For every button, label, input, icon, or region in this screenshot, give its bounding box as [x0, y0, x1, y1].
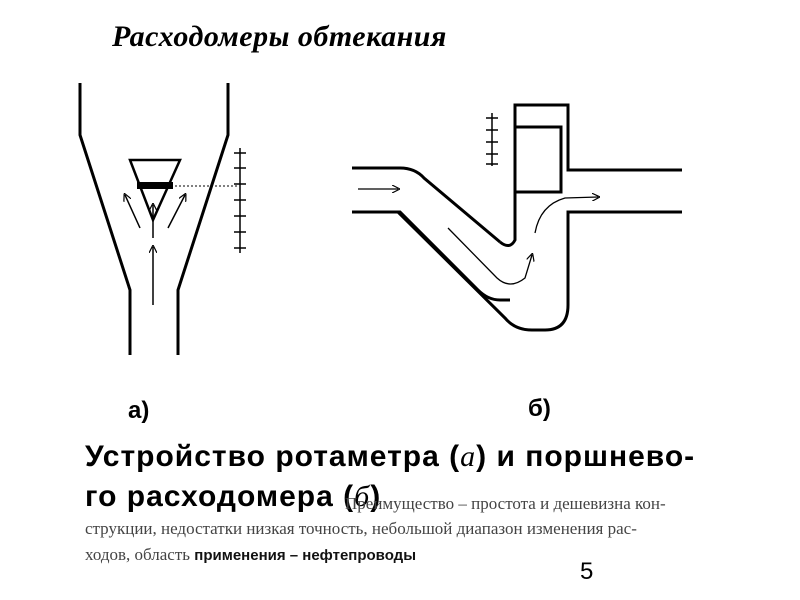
caption-line-1: Устройство ротаметра (а) и поршнево-: [85, 440, 755, 474]
piston-flow-arrows: [358, 189, 598, 285]
pipe-upper-wall-outlet: [499, 103, 682, 247]
rotameter-left-wall: [78, 83, 132, 355]
piston-scale: [486, 113, 498, 166]
rotameter-right-wall: [176, 83, 230, 355]
caption-line-4: ходов, область применения – нефтепроводы: [85, 545, 416, 564]
rotameter-float: [128, 158, 182, 224]
rotameter-diagram: [78, 83, 230, 355]
caption-heading: Устройство ротаметра (а) и поршнево-: [85, 440, 696, 473]
rotameter-scale: [234, 148, 246, 253]
caption-heading-cont: го расходомера (б): [85, 480, 382, 513]
piston: [513, 125, 563, 194]
rotameter-flow-arrows: [125, 195, 185, 305]
caption-line-3: струкции, недостатки низкая точность, не…: [85, 519, 637, 538]
pipe-lower-wall: [352, 210, 682, 332]
figure-label-a: а): [128, 397, 150, 424]
pipe-upper-wall-inlet: [352, 166, 501, 244]
pipe-lower-wall-inlet-path: [352, 210, 510, 302]
page-number: 5: [580, 558, 594, 585]
slide-title: Расходомеры обтекания: [112, 20, 447, 53]
advantage-text: Преимущество – простота и дешевизна кон-: [345, 494, 666, 513]
piston-meter-diagram: [352, 103, 682, 332]
figure-label-b: б): [528, 395, 551, 422]
